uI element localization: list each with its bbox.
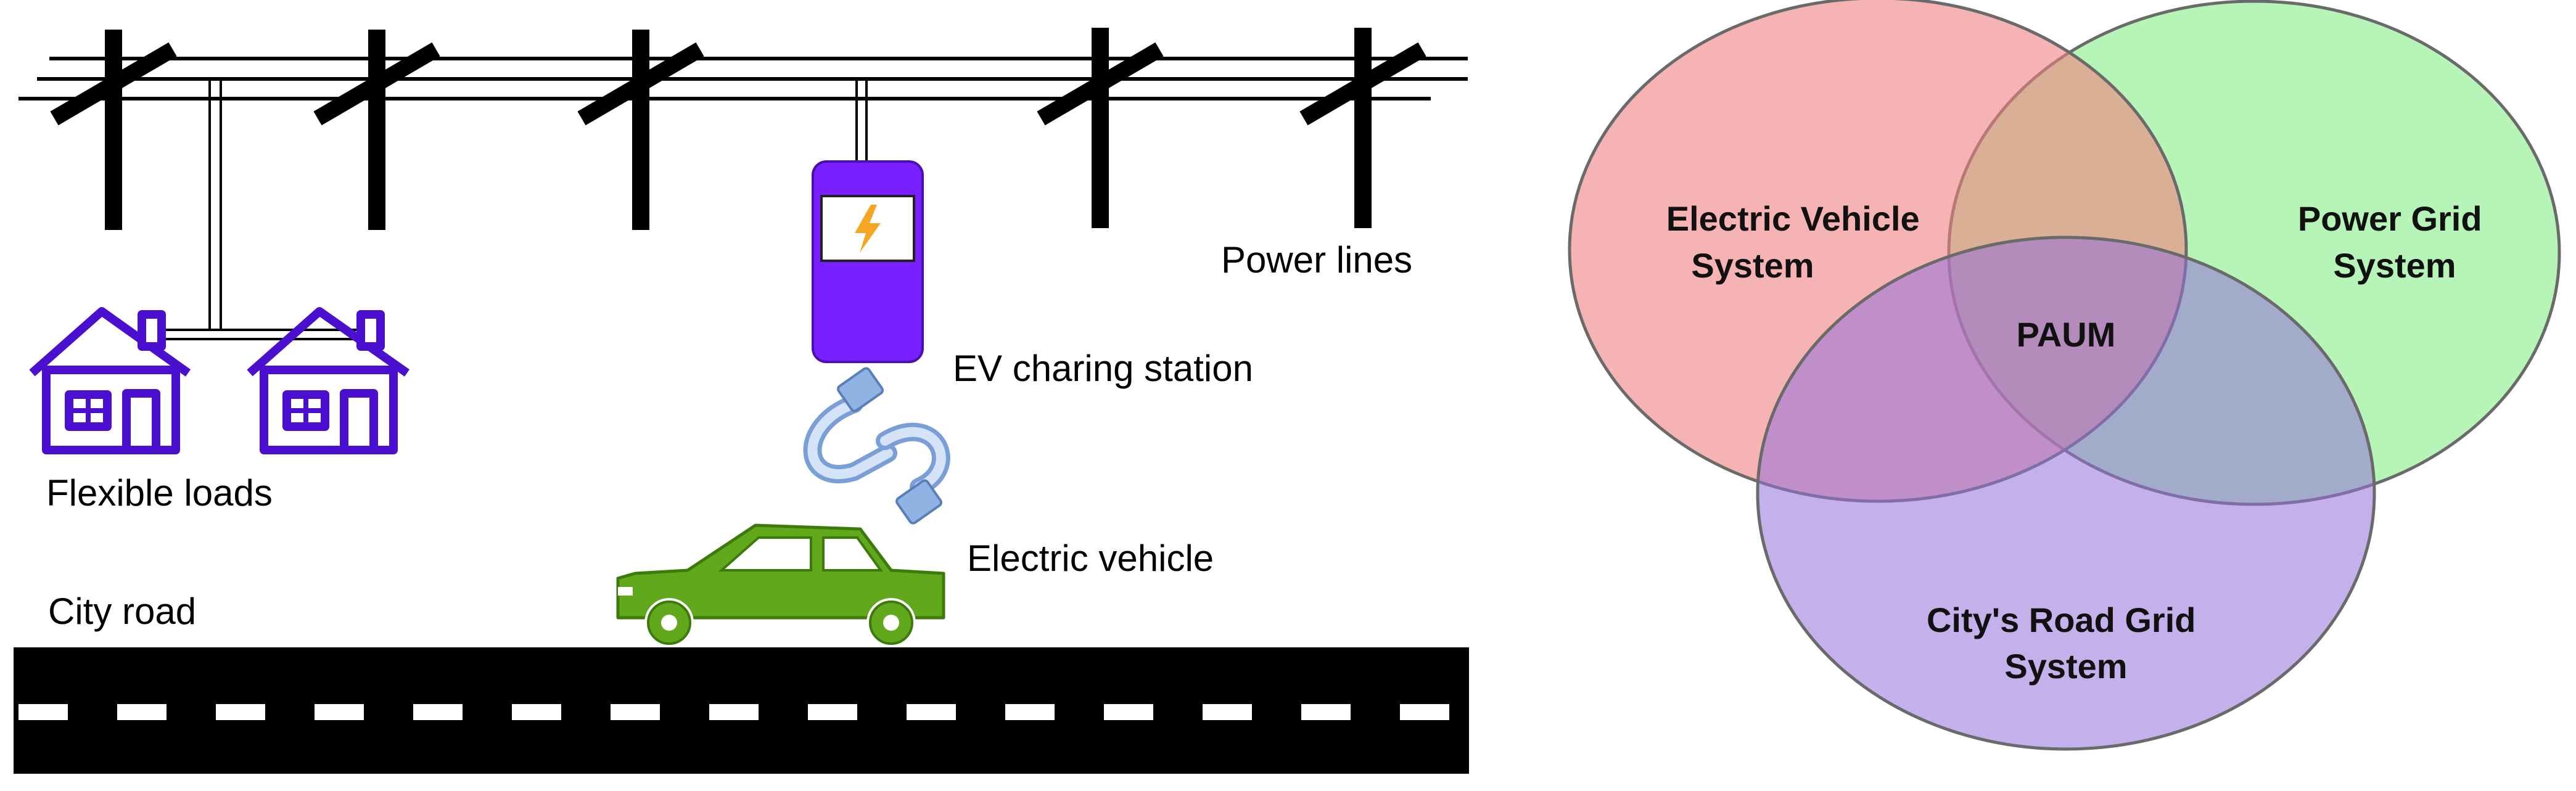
utility-pole bbox=[313, 30, 440, 230]
city-road bbox=[14, 647, 1469, 774]
electric-vehicle-label: Electric vehicle bbox=[967, 538, 1214, 579]
city-road-label: City road bbox=[48, 591, 196, 632]
utility-poles bbox=[50, 28, 1426, 230]
paum-label: PAUM bbox=[2017, 315, 2116, 354]
utility-pole bbox=[50, 30, 177, 230]
ev-charging-station bbox=[812, 79, 924, 363]
utility-pole bbox=[577, 30, 704, 230]
car-icon bbox=[616, 523, 945, 647]
lightning-bolt-icon bbox=[855, 205, 881, 253]
charging-plug-icon bbox=[803, 367, 950, 525]
utility-pole bbox=[1299, 28, 1426, 228]
utility-pole bbox=[1037, 28, 1164, 228]
venn-diagram: Electric Vehicle System Power Grid Syste… bbox=[1568, 0, 2561, 751]
flexible-loads-label: Flexible loads bbox=[46, 472, 273, 514]
road-grid-label: City's Road Grid System bbox=[1927, 600, 2205, 686]
lane-markings bbox=[19, 704, 1449, 720]
house-icon bbox=[29, 307, 191, 454]
ev-station-label: EV charing station bbox=[953, 348, 1253, 389]
house-icon bbox=[247, 307, 410, 454]
power-grid-label: Power Grid System bbox=[2298, 199, 2492, 285]
power-lines bbox=[19, 57, 1468, 100]
house-feed-wires bbox=[151, 79, 373, 340]
road-grid-circle bbox=[1756, 236, 2376, 751]
ev-system-label: Electric Vehicle System bbox=[1666, 199, 1929, 285]
power-lines-label: Power lines bbox=[1221, 239, 1412, 281]
